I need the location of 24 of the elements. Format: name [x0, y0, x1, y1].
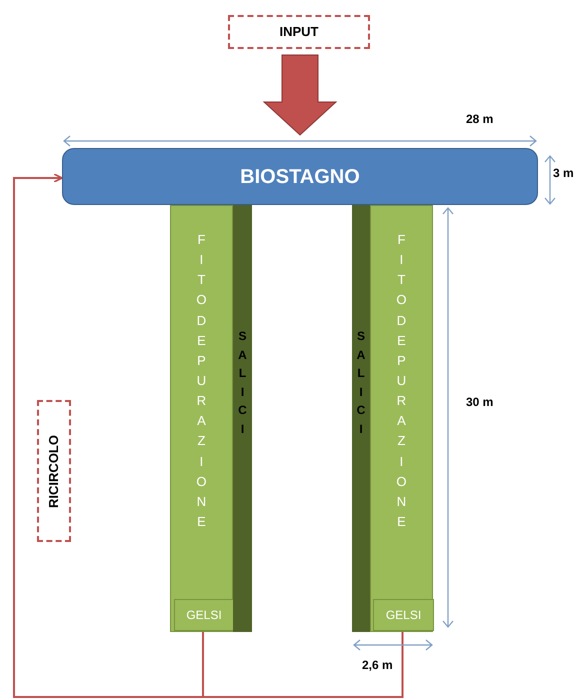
vertical-label: FITODEPURAZIONE [196, 231, 207, 531]
dashed-box [228, 15, 370, 49]
mulberry-box [373, 599, 434, 631]
box-label: GELSI [186, 607, 222, 624]
pond-box [62, 148, 538, 205]
dimension-label: 3 m [553, 165, 574, 182]
dimension-label: 28 m [466, 111, 494, 128]
return-line [13, 173, 404, 698]
vertical-label: FITODEPURAZIONE [396, 231, 407, 531]
box-label: BIOSTAGNO [240, 164, 360, 190]
planted-bed [370, 205, 433, 632]
box-label: GELSI [386, 607, 422, 624]
dashed-box [37, 400, 71, 542]
dimension-label: 2,6 m [362, 657, 393, 674]
vertical-label: SALICI [238, 328, 248, 438]
mulberry-box [174, 599, 234, 631]
willow-strip [233, 205, 252, 632]
planted-bed [170, 205, 233, 632]
block-arrow [262, 54, 338, 136]
dimension-label: 30 m [466, 394, 494, 411]
willow-strip [352, 205, 370, 632]
vertical-label: RICIRCOLO [45, 434, 62, 508]
box-label: INPUT [280, 23, 318, 42]
vertical-label: SALICI [356, 328, 366, 438]
